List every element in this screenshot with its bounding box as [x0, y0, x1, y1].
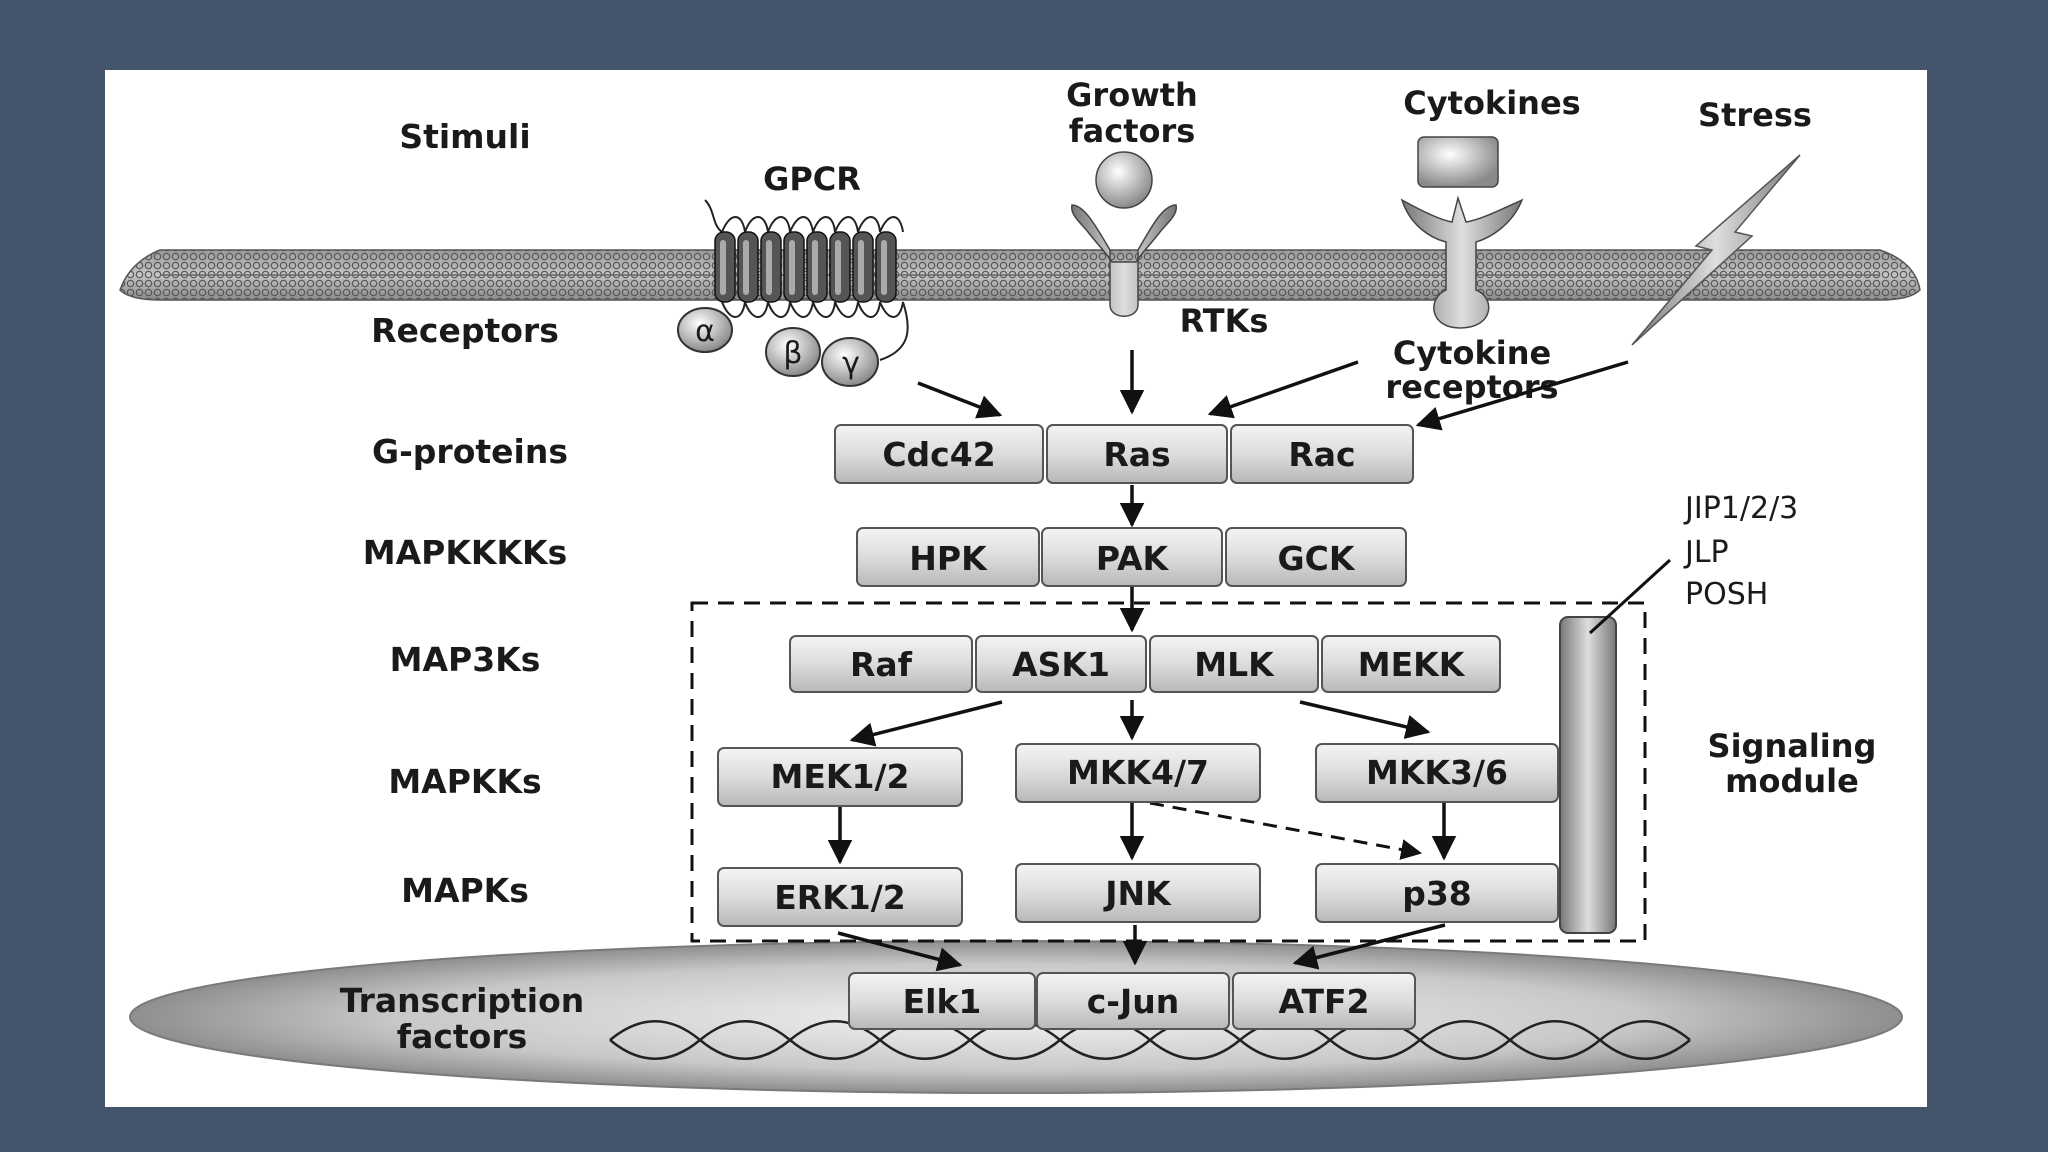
box-mlk [1149, 635, 1319, 693]
label-mek12: MEK1/2 [771, 757, 910, 796]
box-atf2 [1232, 972, 1416, 1030]
rtk-receptor [1071, 151, 1177, 317]
stress-lightning-icon [1631, 154, 1801, 346]
box-mkk36 [1315, 743, 1559, 803]
label-mekk: MEKK [1358, 645, 1466, 684]
label-elk1: Elk1 [903, 982, 982, 1021]
level-map3ks: MAP3Ks [390, 640, 541, 679]
beta-subunit [765, 327, 821, 377]
mapkkkk-row: HPK PAK GCK [856, 527, 1407, 587]
box-elk1 [848, 972, 1036, 1030]
box-jnk [1015, 863, 1261, 923]
label-jnk: JNK [1103, 874, 1172, 913]
label-hpk: HPK [909, 539, 988, 578]
box-hpk [856, 527, 1040, 587]
label-ras: Ras [1103, 435, 1170, 474]
level-mapks: MAPKs [401, 871, 529, 910]
cell-membrane [119, 249, 1921, 301]
label-mkk36: MKK3/6 [1366, 753, 1508, 792]
box-p38 [1315, 863, 1559, 923]
level-g-proteins: G-proteins [372, 432, 568, 471]
growth-factor-ligand [1095, 151, 1153, 209]
label-pak: PAK [1096, 539, 1170, 578]
scaffold-pointer [1588, 558, 1672, 635]
box-mek12 [717, 747, 963, 807]
level-receptors: Receptors [371, 311, 559, 350]
diagram-panel [105, 70, 1927, 1107]
gpcr-label: GPCR [763, 160, 861, 198]
gamma-label: γ [842, 346, 860, 381]
gpcr-receptor [704, 199, 909, 361]
box-gck [1225, 527, 1407, 587]
alpha-subunit [677, 307, 733, 353]
label-cdc42: Cdc42 [882, 435, 995, 474]
box-erk12 [717, 867, 963, 927]
level-mapkks: MAPKKs [388, 762, 541, 801]
label-mlk: MLK [1194, 645, 1275, 684]
signaling-module-label-line1: Signaling [1708, 727, 1877, 765]
scaffold-item-posh: POSH [1685, 577, 1768, 612]
cytokine-receptors-label-line1: Cytokine [1393, 334, 1551, 372]
signaling-module-region [690, 601, 1647, 943]
map3k-row: Raf ASK1 MLK MEKK [789, 635, 1501, 693]
level-stimuli: Stimuli [399, 117, 530, 156]
gamma-subunit [821, 337, 879, 387]
cytokine-receptor [1400, 136, 1524, 329]
label-cjun: c-Jun [1087, 982, 1180, 1021]
rtks-label: RTKs [1180, 302, 1269, 340]
box-mekk [1321, 635, 1501, 693]
label-p38: p38 [1402, 874, 1472, 913]
level-transcription-factors-line2: factors [397, 1017, 528, 1056]
label-erk12: ERK1/2 [774, 878, 906, 917]
stress-label: Stress [1698, 96, 1812, 134]
box-pak [1041, 527, 1223, 587]
mapkk-row: MEK1/2 MKK4/7 MKK3/6 [717, 743, 1559, 807]
box-mkk47 [1015, 743, 1261, 803]
cytokine-receptors-label-line2: receptors [1385, 368, 1558, 406]
label-gck: GCK [1278, 539, 1356, 578]
box-ras [1046, 424, 1228, 484]
box-cdc42 [834, 424, 1044, 484]
cytokine-ligand [1417, 136, 1499, 188]
scaffold-item-jip: JIP1/2/3 [1683, 491, 1798, 526]
scaffold-item-jlp: JLP [1683, 535, 1729, 570]
scaffold-protein [1559, 616, 1617, 934]
mapk-row: ERK1/2 JNK p38 [717, 863, 1559, 927]
pathway-arrows [827, 350, 1629, 972]
label-ask1: ASK1 [1012, 645, 1110, 684]
cytokines-label: Cytokines [1403, 84, 1580, 122]
label-mkk47: MKK4/7 [1067, 753, 1209, 792]
dna-strand-2 [609, 1020, 1691, 1060]
box-ask1 [975, 635, 1147, 693]
level-transcription-factors-line1: Transcription [340, 981, 585, 1020]
beta-label: β [783, 336, 802, 371]
signaling-module-label-line2: module [1725, 762, 1859, 800]
label-raf: Raf [850, 645, 913, 684]
box-rac [1230, 424, 1414, 484]
transcription-factor-row: Elk1 c-Jun ATF2 [848, 972, 1416, 1030]
g-protein-row: Cdc42 Ras Rac [834, 424, 1414, 484]
label-atf2: ATF2 [1279, 982, 1370, 1021]
g-protein-subunits: α β γ [677, 307, 879, 387]
alpha-label: α [695, 314, 715, 349]
level-mapkkkks: MAPKKKKs [363, 533, 568, 572]
growth-factors-label-line1: Growth [1066, 76, 1198, 114]
box-cjun [1036, 972, 1230, 1030]
box-raf [789, 635, 973, 693]
label-rac: Rac [1288, 435, 1355, 474]
growth-factors-label-line2: factors [1069, 112, 1196, 150]
